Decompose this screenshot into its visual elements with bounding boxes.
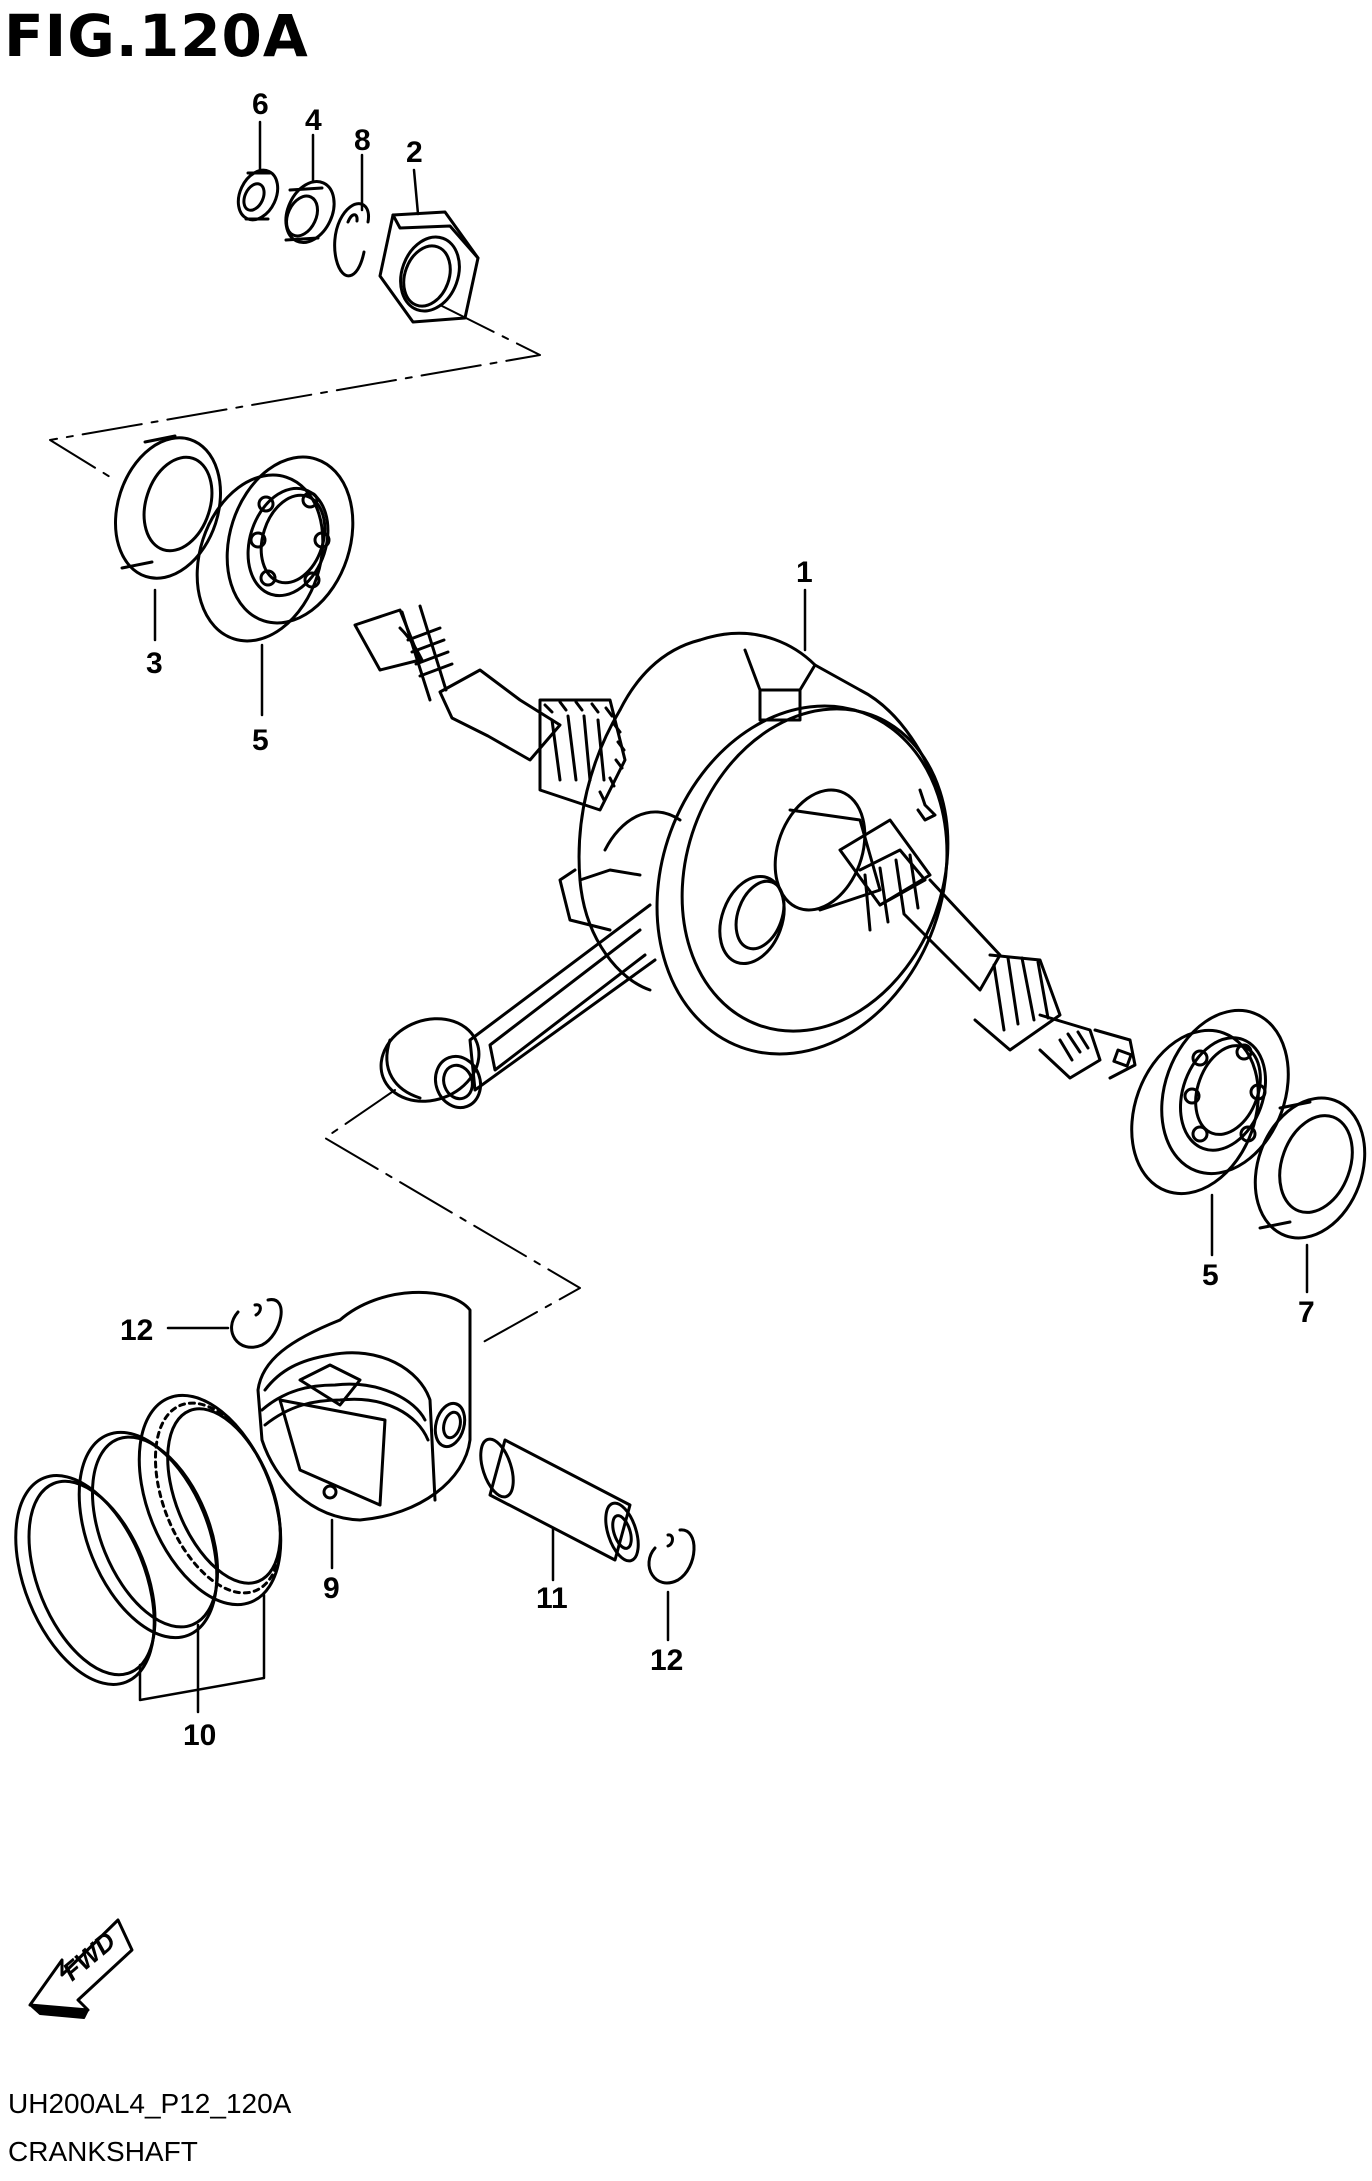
callout-1: 1	[796, 556, 813, 589]
part-11-piston-pin	[479, 1437, 640, 1563]
callout-7: 7	[1298, 1296, 1315, 1329]
callout-12-lower: 12	[650, 1644, 683, 1677]
fwd-arrow-icon: FWD	[28, 1918, 134, 2019]
diagram-code: UH200AL4_P12_120A	[8, 2088, 292, 2119]
assembly-line-top	[49, 304, 541, 481]
part-2-nut	[378, 210, 480, 324]
part-1-connecting-rod	[379, 903, 657, 1110]
part-8-circlip	[333, 202, 370, 278]
callout-4: 4	[305, 104, 322, 137]
part-5-ball-bearing-left	[195, 455, 355, 643]
part-9-piston	[256, 1290, 472, 1522]
part-6-oil-seal	[236, 168, 280, 222]
callout-5-right: 5	[1202, 1259, 1219, 1292]
callout-5-left: 5	[252, 724, 269, 757]
callout-2: 2	[406, 136, 423, 169]
part-12-circlip-upper	[230, 1298, 283, 1349]
figure-title: FIG.120A	[4, 2, 309, 70]
callout-10: 10	[183, 1719, 216, 1752]
callout-3: 3	[146, 647, 163, 680]
part-12-circlip-lower	[647, 1528, 696, 1585]
callout-9: 9	[323, 1572, 340, 1605]
callout-6: 6	[252, 88, 269, 121]
callout-11: 11	[536, 1582, 568, 1615]
part-4-bearing	[284, 180, 336, 244]
leader-lines	[138, 120, 1309, 1714]
callout-12-upper: 12	[120, 1314, 153, 1347]
part-3-oil-seal	[113, 434, 223, 580]
diagram-caption: CRANKSHAFT	[8, 2136, 198, 2167]
part-5-ball-bearing-right	[1130, 1008, 1290, 1196]
part-1-crankshaft	[353, 604, 1137, 1080]
part-7-oil-seal	[1253, 1096, 1367, 1240]
part-10-piston-rings	[14, 1393, 283, 1686]
callout-8: 8	[354, 124, 371, 157]
assembly-line-piston	[324, 1089, 581, 1346]
